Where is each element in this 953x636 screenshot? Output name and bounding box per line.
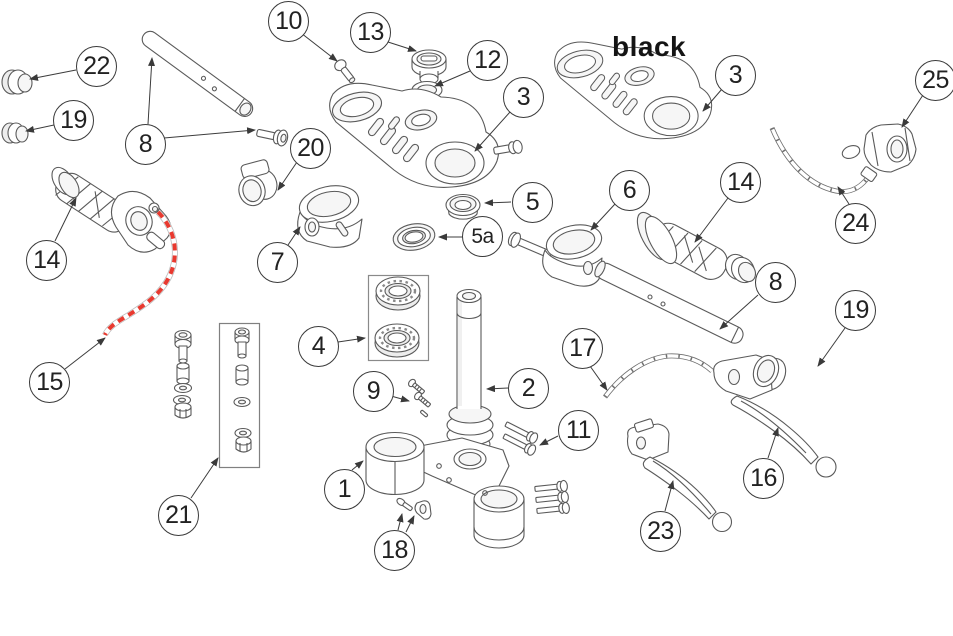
callout-14-left: 14 [26, 240, 67, 281]
callout-25: 25 [915, 60, 953, 101]
callout-17: 17 [562, 328, 603, 369]
part-screws-9 [408, 378, 431, 418]
part-bolt-10 [334, 59, 356, 84]
part-cable-guide-20 [238, 159, 278, 207]
callout-4: 4 [298, 326, 339, 367]
callout-8-right: 8 [755, 262, 796, 303]
part-clamp-bolt-3 [493, 139, 523, 155]
part-steering-nut-13 [411, 49, 447, 85]
part-bolts-11 [502, 421, 539, 456]
callout-5: 5 [512, 182, 553, 223]
part-brake-lever-16 [713, 354, 837, 478]
part-switch-cable-24 [769, 127, 872, 195]
part-clutch-cable-17 [602, 353, 714, 399]
callout-14-right: 14 [720, 162, 761, 203]
part-bearing-kit-4 [367, 274, 430, 362]
callout-9: 9 [353, 371, 394, 412]
part-clamp-bolts-set [534, 479, 570, 515]
callout-10: 10 [268, 1, 309, 42]
part-bar-end-cap-22 [1, 69, 33, 95]
part-pinch-bolt-clip-18 [396, 497, 432, 520]
part-throttle-cable-15 [102, 209, 178, 337]
part-bar-mount-clamp-7 [297, 185, 363, 248]
callout-13: 13 [350, 12, 391, 53]
callout-8-top: 8 [125, 124, 166, 165]
callout-20: 20 [290, 128, 331, 169]
callout-24: 24 [835, 203, 876, 244]
callout-19-left: 19 [53, 100, 94, 141]
callout-1: 1 [324, 469, 365, 510]
part-bar-clamp-6 [507, 224, 603, 287]
callout-21: 21 [158, 495, 199, 536]
callout-15: 15 [29, 362, 70, 403]
color-variant-note: black [612, 31, 687, 62]
part-switch-housing-25 [841, 123, 917, 182]
part-throttle-grip-14-left [51, 166, 172, 253]
callout-18: 18 [374, 530, 415, 571]
throttle-cable-highlight [103, 210, 177, 336]
part-top-clamp-3-silver [328, 82, 500, 188]
part-bar-end-cap-19-left [1, 122, 29, 144]
callout-6: 6 [609, 170, 650, 211]
callout-19-right: 19 [835, 290, 876, 331]
bearing-box-outline [367, 274, 430, 362]
part-clutch-lever-23 [626, 418, 733, 533]
callout-22: 22 [76, 46, 117, 87]
leader-lines [25, 32, 924, 533]
callout-3-silver: 3 [503, 77, 544, 118]
callout-23: 23 [640, 511, 681, 552]
callout-2: 2 [508, 368, 549, 409]
part-lower-clamp-1 [365, 431, 525, 549]
callout-3-black: 3 [715, 55, 756, 96]
part-riser-bar-8 [141, 30, 254, 118]
callout-16: 16 [743, 458, 784, 499]
callout-11: 11 [558, 410, 599, 451]
part-riser-bolt-8 [256, 128, 289, 147]
part-handlebar-8-right [594, 260, 744, 344]
part-hardware-kit-21 [218, 322, 261, 469]
part-grip-14-right [636, 211, 757, 284]
part-hardware-stack [172, 329, 193, 419]
callout-7: 7 [257, 242, 298, 283]
part-steering-stem-2 [446, 288, 494, 461]
part-dust-seal-5a [392, 223, 436, 251]
part-stem-nut-5 [445, 193, 481, 220]
callout-5a: 5a [462, 216, 503, 257]
callout-12: 12 [467, 40, 508, 81]
